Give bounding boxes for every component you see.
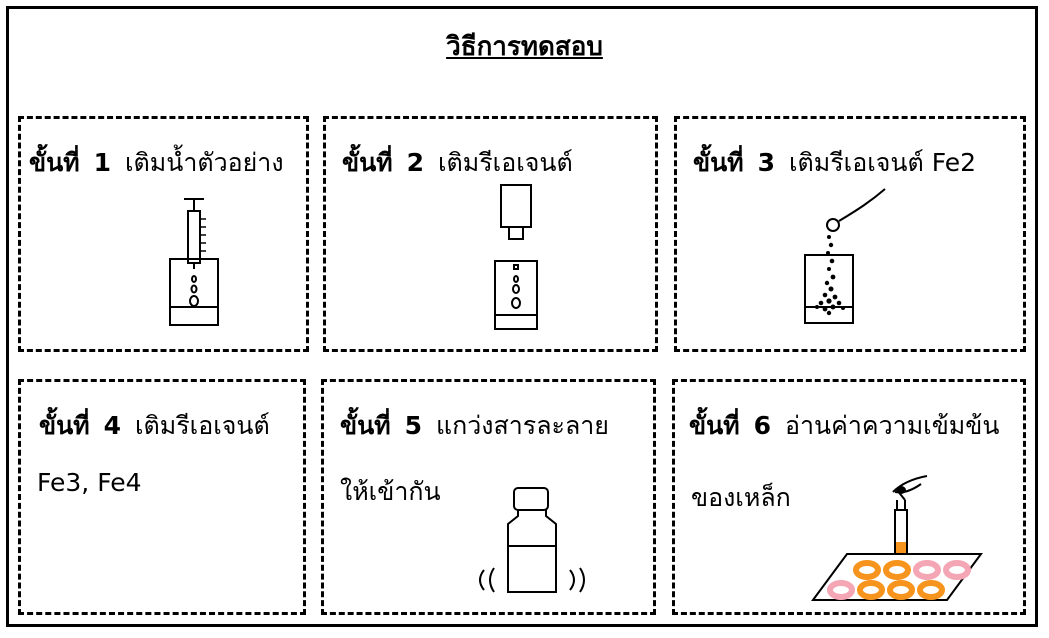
step-3-label: ขั้นที่ [693,148,744,177]
page-title: วิธีการทดสอบ [446,32,603,62]
dropper-bottle-icon [494,184,538,330]
shaking-bottle-icon [479,487,585,593]
step-6-label: ขั้นที่ [689,411,740,440]
step-6-text: อ่านค่าความเข้มข้น [784,411,1000,440]
step-6-subtext: ของเหล็ก [691,483,791,512]
spoon-icon [804,188,886,324]
step-5-heading: ขั้นที่ 5 แกว่งสารละลาย [340,406,609,446]
step-2-text: เติมรีเอเจนต์ [437,148,573,177]
step-5-number: 5 [404,411,423,440]
step-4-heading: ขั้นที่ 4 เติมรีเอเจนต์ [39,406,270,446]
step-4-label: ขั้นที่ [39,411,90,440]
step-4-card: ขั้นที่ 4 เติมรีเอเจนต์ Fe3, Fe4 [18,379,306,615]
color-chart-icon [811,475,983,601]
step-3-heading: ขั้นที่ 3 เติมรีเอเจนต์ Fe2 [693,143,976,183]
syringe-icon [169,198,219,326]
step-3-text: เติมรีเอเจนต์ Fe2 [788,148,976,177]
step-1-heading: ขั้นที่ 1 เติมน้ำตัวอย่าง [29,143,284,183]
step-2-heading: ขั้นที่ 2 เติมรีเอเจนต์ [342,143,573,183]
step-4-text: เติมรีเอเจนต์ [134,411,270,440]
step-4-number: 4 [103,411,122,440]
step-4-subtext: Fe3, Fe4 [37,468,142,497]
step-5-label: ขั้นที่ [340,411,391,440]
step-3-card: ขั้นที่ 3 เติมรีเอเจนต์ Fe2 [674,116,1026,352]
step-1-text: เติมน้ำตัวอย่าง [124,148,284,177]
step-2-number: 2 [406,148,425,177]
step-5-subtext: ให้เข้ากัน [340,477,441,506]
step-6-heading: ขั้นที่ 6 อ่านค่าความเข้มข้น [689,406,999,446]
step-2-label: ขั้นที่ [342,148,393,177]
step-1-number: 1 [93,148,112,177]
step-2-card: ขั้นที่ 2 เติมรีเอเจนต์ [323,116,658,352]
outer-frame [6,6,1038,627]
step-1-label: ขั้นที่ [29,148,80,177]
step-5-card: ขั้นที่ 5 แกว่งสารละลาย ให้เข้ากัน [321,379,656,615]
step-3-number: 3 [757,148,776,177]
step-6-number: 6 [753,411,772,440]
step-1-card: ขั้นที่ 1 เติมน้ำตัวอย่าง [18,116,309,352]
step-6-card: ขั้นที่ 6 อ่านค่าความเข้มข้น ของเหล็ก [672,379,1026,615]
eye-icon [892,475,928,501]
step-5-text: แกว่งสารละลาย [435,411,609,440]
